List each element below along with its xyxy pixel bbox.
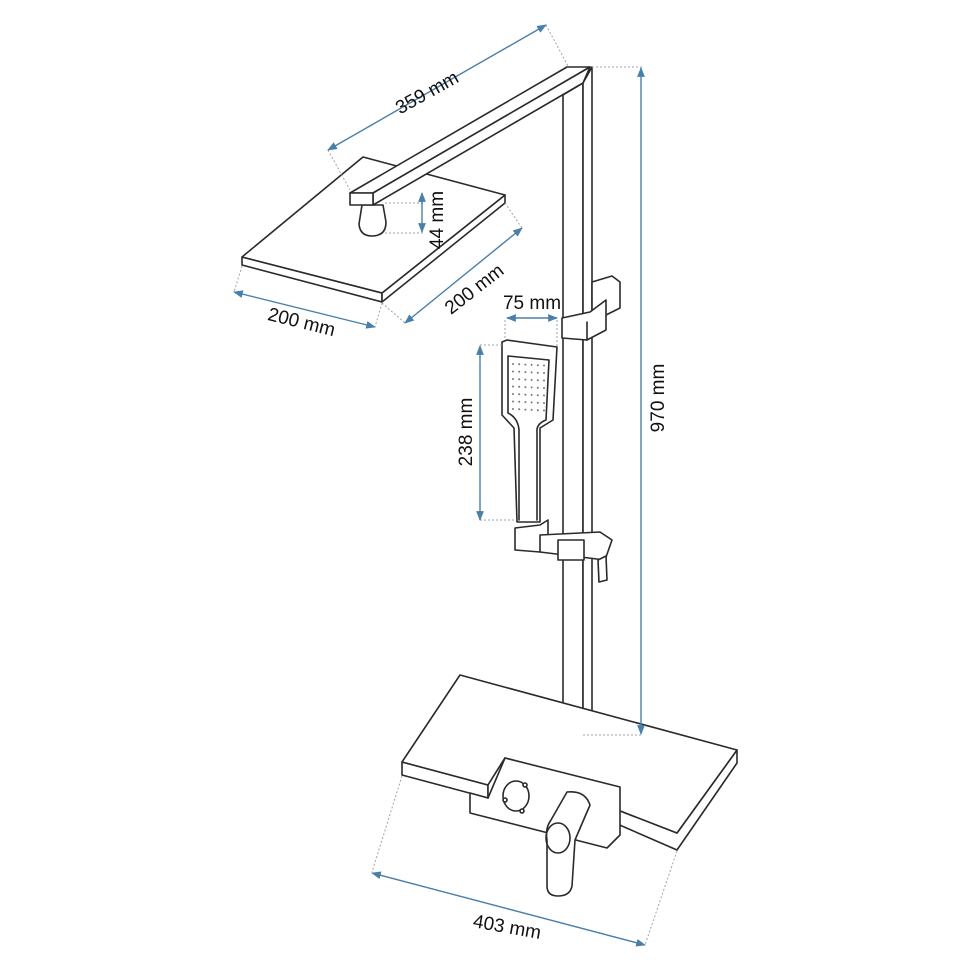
upper-slider-bracket <box>561 275 621 341</box>
total-height-label: 970 mm <box>648 364 669 433</box>
spray-nozzle-dot <box>536 394 539 397</box>
spray-nozzle-dot <box>536 364 539 367</box>
spray-nozzle-dot <box>536 409 539 412</box>
spray-nozzle-dot <box>518 400 521 403</box>
shelf-mixer <box>401 674 738 897</box>
spray-nozzle-dot <box>536 379 539 382</box>
spray-nozzle-grid <box>512 363 545 412</box>
spray-nozzle-dot <box>512 393 514 395</box>
spray-nozzle-dot <box>536 401 539 404</box>
spray-nozzle-dot <box>518 393 521 396</box>
arm-length-label: 359 mm <box>392 67 462 119</box>
spray-nozzle-dot <box>524 401 527 404</box>
mixer-knob-icon[interactable] <box>502 780 530 814</box>
spray-nozzle-dot <box>543 387 545 389</box>
spray-nozzle-dot <box>530 371 533 374</box>
head-depth-label: 200 mm <box>441 260 508 319</box>
spray-nozzle-dot <box>543 364 545 367</box>
spray-nozzle-dot <box>530 386 533 389</box>
spray-nozzle-dot <box>512 385 514 388</box>
spray-nozzle-dot <box>524 393 527 396</box>
lower-holder <box>514 519 613 583</box>
spray-nozzle-dot <box>543 394 545 397</box>
spray-nozzle-dot <box>543 372 545 374</box>
spray-nozzle-dot <box>543 402 545 404</box>
spray-nozzle-dot <box>518 378 521 381</box>
spray-nozzle-dot <box>512 370 514 373</box>
spray-nozzle-dot <box>524 386 527 389</box>
spray-nozzle-dot <box>530 363 533 366</box>
spray-nozzle-dot <box>530 401 533 404</box>
hand-shower <box>501 339 558 523</box>
spray-nozzle-dot <box>518 370 521 373</box>
head-height-label: 44 mm <box>427 191 448 249</box>
spray-nozzle-dot <box>524 378 527 381</box>
head-width-label: 200 mm <box>265 304 337 341</box>
dimension-lines <box>233 24 678 947</box>
spray-nozzle-dot <box>530 393 533 396</box>
spray-nozzle-dot <box>543 379 545 382</box>
spray-nozzle-dot <box>512 408 514 410</box>
spray-nozzle-dot <box>512 363 514 365</box>
spray-nozzle-dot <box>524 363 527 366</box>
spray-nozzle-dot <box>512 400 514 403</box>
spray-nozzle-dot <box>524 371 527 374</box>
spray-nozzle-dot <box>536 386 539 389</box>
spray-nozzle-dot <box>530 378 533 381</box>
spray-nozzle-dot <box>518 385 521 388</box>
spray-nozzle-dot <box>543 409 545 412</box>
shower-nozzle <box>358 204 387 237</box>
spray-nozzle-dot <box>518 363 521 366</box>
spray-nozzle-dot <box>536 371 539 374</box>
spray-nozzle-dot <box>530 408 533 411</box>
hand-shower-width-label: 75 mm <box>503 293 561 314</box>
spray-nozzle-dot <box>524 408 527 411</box>
spray-nozzle-dot <box>518 408 521 411</box>
spray-nozzle-dot <box>512 378 514 380</box>
hand-shower-length-label: 238 mm <box>456 398 477 467</box>
shelf-width-label: 403 mm <box>471 911 542 944</box>
